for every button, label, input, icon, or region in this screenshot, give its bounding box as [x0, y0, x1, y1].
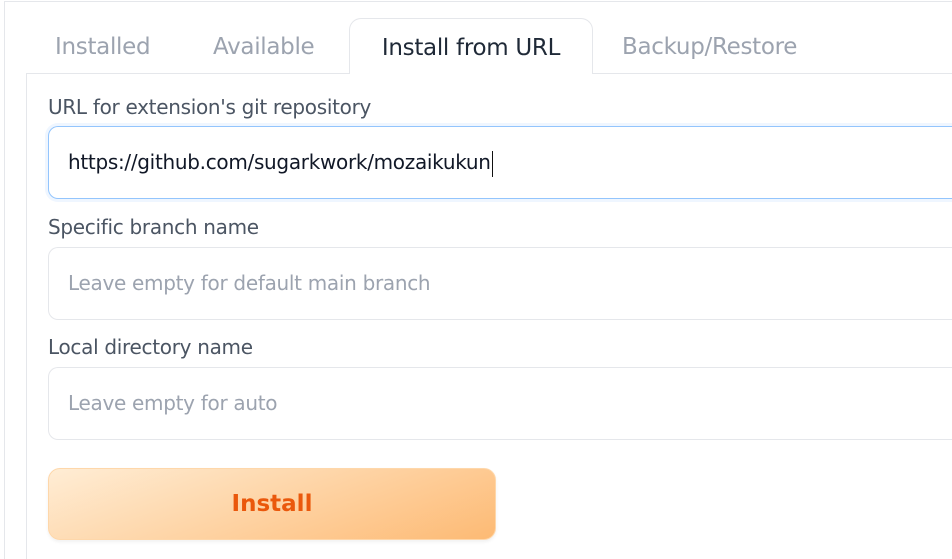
tab-installed[interactable]: Installed: [55, 34, 151, 60]
tab-backup-restore[interactable]: Backup/Restore: [622, 34, 798, 60]
install-button[interactable]: Install: [48, 468, 496, 540]
branch-input[interactable]: Leave empty for default main branch: [48, 247, 952, 320]
url-value: https://github.com/sugarkwork/mozaikukun: [68, 150, 491, 174]
directory-label: Local directory name: [48, 335, 253, 359]
extensions-container: [4, 1, 952, 559]
branch-label: Specific branch name: [48, 215, 259, 239]
url-input[interactable]: https://github.com/sugarkwork/mozaikukun: [48, 126, 952, 199]
url-label: URL for extension's git repository: [48, 95, 372, 119]
text-caret: [491, 150, 493, 177]
tab-available[interactable]: Available: [213, 34, 315, 60]
tab-install-from-url[interactable]: Install from URL: [349, 18, 593, 74]
directory-input[interactable]: Leave empty for auto: [48, 367, 952, 440]
